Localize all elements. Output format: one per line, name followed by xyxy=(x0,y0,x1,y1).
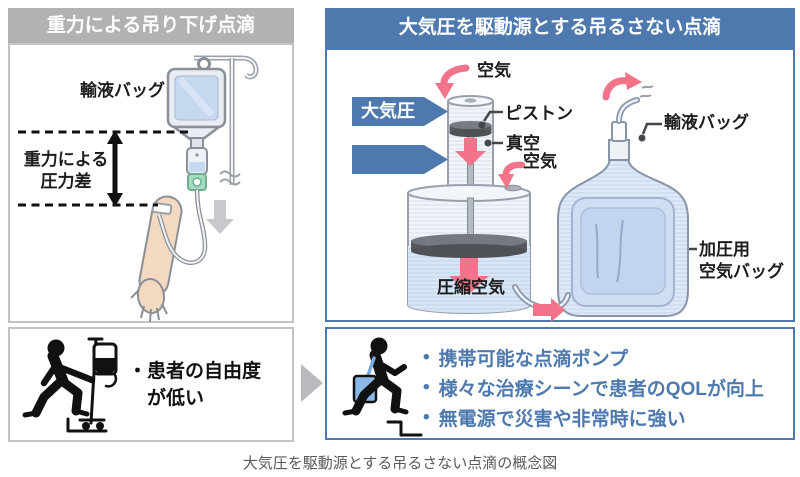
mobile-patient-pictogram xyxy=(342,337,423,437)
vacuum-label: 真空 xyxy=(506,134,540,153)
benefit-item: • 携帯可能な点滴ポンプ xyxy=(423,346,629,371)
pump-diagram xyxy=(407,64,697,322)
right-panel-benefits-box xyxy=(325,327,795,440)
bullet: • xyxy=(423,346,430,368)
air-transfer-arrow xyxy=(533,298,565,322)
pole-break-squiggle xyxy=(219,170,241,186)
air-top-label: 空気 xyxy=(477,61,511,80)
bullet: • xyxy=(423,406,430,428)
big-piston xyxy=(411,234,527,258)
air-in-side-arrow xyxy=(498,161,526,189)
gravity-flow-arrow xyxy=(206,200,234,234)
iv-bag-label: 輸液バッグ xyxy=(80,81,165,100)
bullet: • xyxy=(423,376,430,398)
vacuum-pull-arrow xyxy=(455,138,486,166)
left-panel-header: 重力による吊り下げ点滴 xyxy=(8,8,294,43)
right-panel-header: 大気圧を駆動源とする吊るさない点滴 xyxy=(325,8,795,48)
bag-cap xyxy=(611,121,627,142)
figure-caption: 大気圧を駆動源とする吊るさない点滴の概念図 xyxy=(242,455,558,472)
patient-arm xyxy=(130,195,183,323)
outlet-squiggle xyxy=(639,85,654,98)
compressed-air-label: 圧縮空気 xyxy=(437,278,505,297)
transition-arrow xyxy=(301,364,323,402)
piston-label: ピストン xyxy=(505,104,573,123)
gravity-drip-illustration xyxy=(18,55,259,323)
small-piston xyxy=(449,121,492,137)
outflow-arrow xyxy=(602,72,642,101)
drawback-text: ・患者の自由度 が低い xyxy=(128,358,261,412)
atmospheric-pressure-tag: 大気圧 xyxy=(352,97,448,126)
iv-pole xyxy=(194,55,259,186)
benefit-item: • 様々な治療シーンで患者のQOLが向上 xyxy=(423,376,764,401)
infusion-bag-label: 輸液バッグ xyxy=(664,113,749,132)
pressure-bag-label: 加圧用 空気バッグ xyxy=(699,240,784,281)
air-in-top-arrow xyxy=(435,64,470,99)
drip-chamber xyxy=(186,147,208,175)
benefit-item: • 無電源で災害や非常時に強い xyxy=(423,406,686,431)
iv-bag xyxy=(166,57,227,151)
pressure-air-bag xyxy=(557,85,689,317)
roller-clamp xyxy=(187,173,207,191)
compression-arrow xyxy=(449,258,489,294)
height-difference-marks xyxy=(18,130,192,207)
air-side-label: 空気 xyxy=(523,152,557,171)
stairs xyxy=(386,420,423,437)
pressure-difference-label: 重力による 圧力差 xyxy=(23,150,109,191)
bullet: ・ xyxy=(128,361,148,382)
walking-with-pole-pictogram xyxy=(22,337,118,433)
